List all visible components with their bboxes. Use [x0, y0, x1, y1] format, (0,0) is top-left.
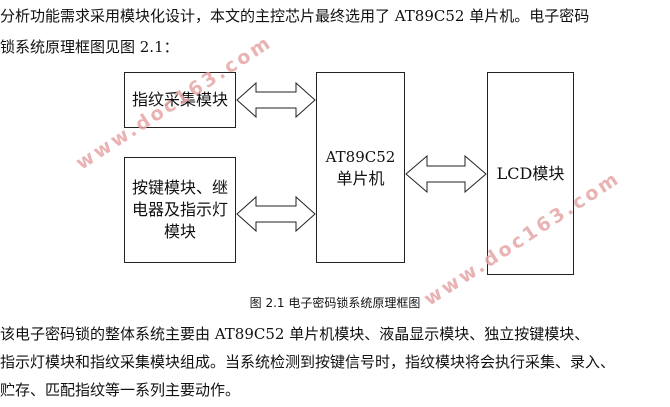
paragraph-body-line1: 该电子密码锁的整体系统主要由 AT89C52 单片机模块、液晶显示模块、独立按键…: [0, 325, 590, 343]
fingerprint-module-box: 指纹采集模块: [124, 72, 236, 128]
arrow-keys-mcu: [236, 196, 316, 232]
fingerprint-module-label: 指纹采集模块: [131, 90, 228, 109]
mcu-box: AT89C52 单片机: [316, 72, 405, 263]
arrow-fingerprint-mcu: [236, 82, 316, 118]
key-module-label-line1: 按键模块、继: [131, 178, 228, 197]
key-relay-indicator-module-box: 按键模块、继 电器及指示灯 模块: [124, 157, 236, 263]
mcu-label-line1: AT89C52: [325, 147, 396, 166]
paragraph-intro-line2: 锁系统原理框图见图 2.1：: [0, 38, 179, 56]
paragraph-intro-line1: 分析功能需求采用模块化设计，本文的主控芯片最终选用了 AT89C52 单片机。电…: [0, 7, 590, 25]
lcd-module-box: LCD模块: [487, 72, 574, 275]
mcu-label-line2: 单片机: [336, 168, 385, 188]
lcd-module-label: LCD模块: [496, 163, 565, 183]
key-module-label-line3: 模块: [163, 222, 196, 241]
key-module-label-line2: 电器及指示灯: [131, 200, 228, 219]
paragraph-body-line2: 指示灯模块和指纹采集模块组成。当系统检测到按键信号时，指纹模块将会执行采集、录入…: [0, 353, 616, 371]
figure-caption: 图 2.1 电子密码锁系统原理框图: [249, 296, 421, 310]
arrow-mcu-lcd: [405, 155, 487, 193]
paragraph-body-line3: 贮存、匹配指纹等一系列主要动作。: [0, 381, 241, 399]
